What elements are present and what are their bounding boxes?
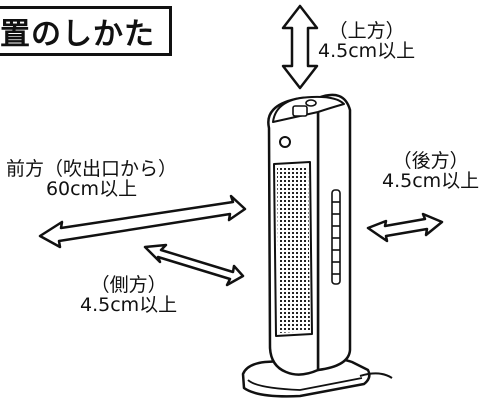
back-distance: 4.5cm以上 [382,169,480,192]
front-clearance-label: 前方（吹出口から） 60cm以上 [6,158,178,200]
side-direction: （側方） [90,274,167,296]
side-clearance-arrow [143,243,245,287]
top-distance: 4.5cm以上 [318,39,416,62]
back-direction: （後方） [392,150,469,172]
front-indicator-icon [279,136,291,148]
power-cord [359,372,393,379]
section-title-text: 置のしかた [0,17,155,52]
heater-base [241,357,371,398]
tower-heater [241,93,393,398]
back-clearance-arrow [366,212,444,243]
front-direction: 前方（吹出口から） [6,158,178,180]
front-clearance-arrow [38,194,247,249]
section-title: 置のしかた [0,6,172,56]
top-clearance-label: （上方） 4.5cm以上 [318,20,416,62]
back-clearance-label: （後方） 4.5cm以上 [382,150,480,192]
side-vent [331,189,341,285]
top-direction: （上方） [328,20,405,42]
side-distance: 4.5cm以上 [80,293,178,316]
front-distance: 60cm以上 [45,177,138,200]
top-clearance-arrow [281,4,319,90]
side-clearance-label: （側方） 4.5cm以上 [80,274,178,316]
